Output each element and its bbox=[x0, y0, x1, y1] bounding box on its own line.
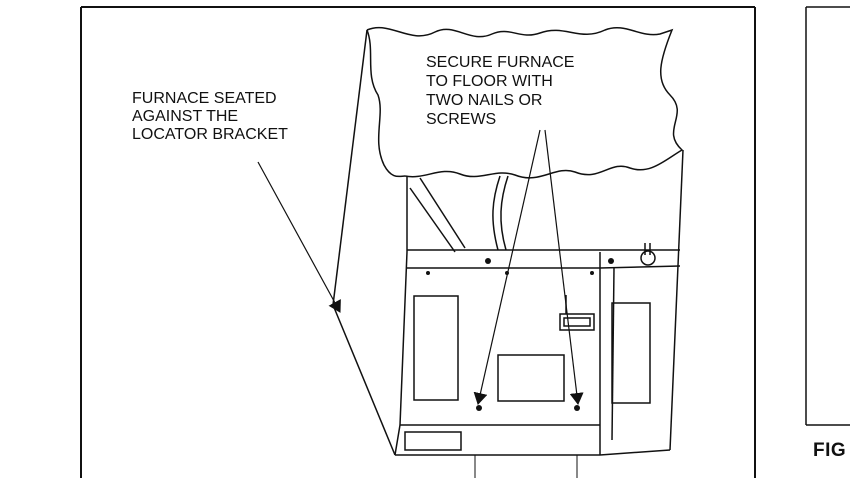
gas-fitting bbox=[640, 243, 656, 266]
callout-left-line-3: LOCATOR BRACKET bbox=[132, 126, 288, 143]
callout-right-line-1: SECURE FURNACE bbox=[426, 54, 574, 71]
callout-left-line-2: AGAINST THE bbox=[132, 108, 238, 125]
support-brace bbox=[409, 175, 509, 253]
callout-right: SECURE FURNACE TO FLOOR WITH TWO NAILS O… bbox=[426, 54, 579, 128]
adjacent-figure-frame bbox=[805, 6, 850, 426]
front-panel-openings bbox=[404, 295, 651, 451]
figure-frame bbox=[80, 6, 756, 478]
callout-right-line-2: TO FLOOR WITH bbox=[426, 73, 553, 90]
screw-holes bbox=[426, 258, 614, 411]
callout-left: FURNACE SEATED AGAINST THE LOCATOR BRACK… bbox=[132, 90, 288, 143]
leader-lines bbox=[257, 129, 584, 405]
locator-bracket-leader bbox=[257, 161, 341, 313]
floor-lines bbox=[474, 455, 578, 478]
callout-right-line-3: TWO NAILS OR bbox=[426, 92, 542, 109]
callout-right-line-4: SCREWS bbox=[426, 111, 496, 128]
left-screw-leader bbox=[473, 129, 541, 405]
figure-caption: FIG bbox=[813, 440, 847, 461]
callout-left-line-1: FURNACE SEATED bbox=[132, 90, 277, 107]
furnace-cabinet bbox=[332, 26, 684, 456]
right-screw-leader bbox=[544, 129, 584, 405]
